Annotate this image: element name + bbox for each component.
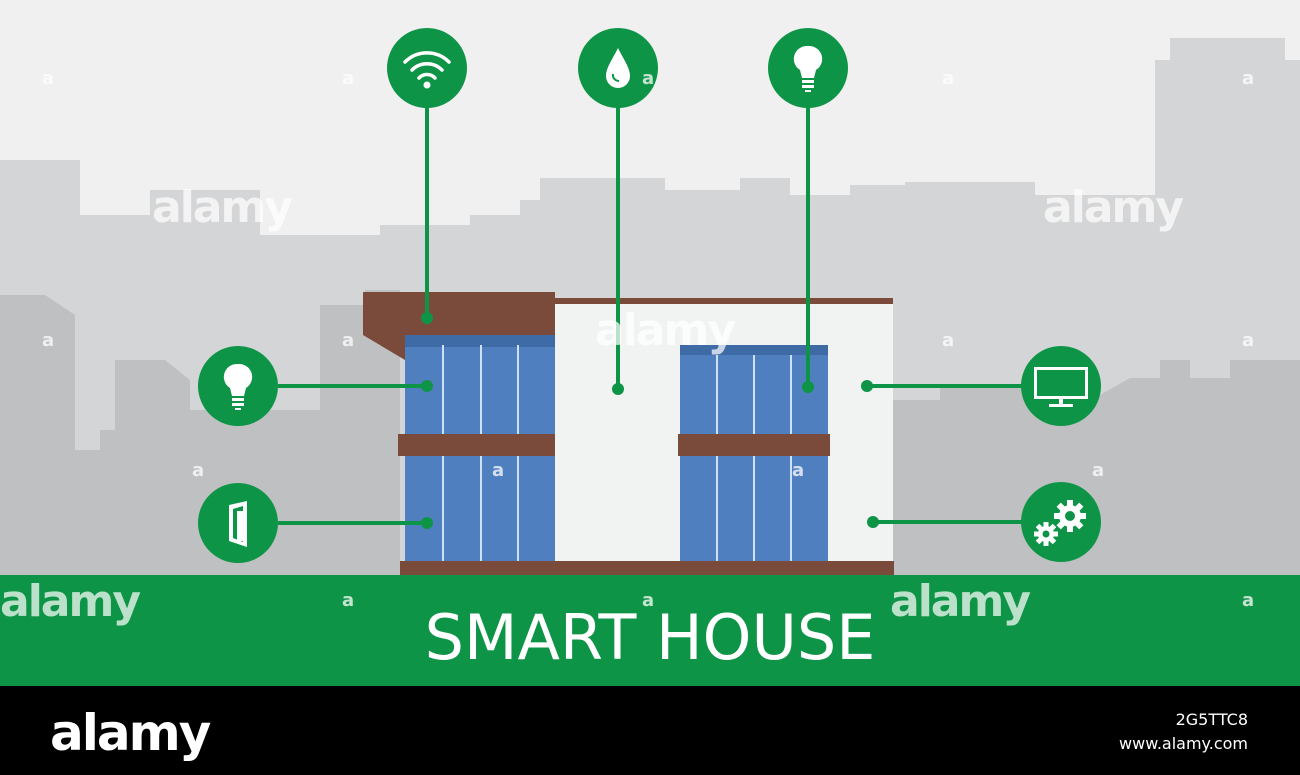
image-id: 2G5TTC8: [1175, 710, 1248, 729]
roof-left: [363, 292, 555, 360]
watermark-letter: a: [342, 590, 355, 611]
watermark: alamy: [890, 576, 1031, 627]
right-window-mullions: [716, 355, 792, 561]
watermark-letter: a: [642, 590, 655, 611]
watermark: alamy: [1043, 182, 1184, 233]
footer-logo: alamy: [50, 704, 211, 762]
green-banner: [0, 575, 1300, 686]
watermark-letter: a: [1092, 460, 1105, 481]
watermark: alamy: [595, 305, 736, 356]
watermark-letter: a: [492, 460, 505, 481]
watermark-letter: a: [1242, 68, 1255, 89]
watermark-letter: a: [942, 330, 955, 351]
skyline-front: [0, 290, 1300, 580]
connector-dots: [421, 312, 879, 529]
footer-info: 2G5TTC8 www.alamy.com: [1119, 708, 1248, 756]
watermark-letter: a: [342, 68, 355, 89]
right-balcony: [678, 434, 830, 456]
wifi-icon: [387, 28, 467, 108]
house-base: [400, 561, 894, 575]
watermark-letter: a: [942, 68, 955, 89]
door-icon: [198, 483, 278, 563]
watermark-letter: a: [1242, 590, 1255, 611]
watermark-letter: a: [42, 330, 55, 351]
watermark: alamy: [152, 182, 293, 233]
watermark-letter: a: [642, 68, 655, 89]
light-bulb-icon: [768, 28, 848, 108]
page-title: SMART HOUSE: [424, 600, 876, 674]
water-drop-icon: [578, 28, 658, 108]
tv-icon: [1021, 346, 1101, 426]
footer-bar: alamy 2G5TTC8 www.alamy.com: [0, 686, 1300, 775]
connectors: [278, 100, 1022, 525]
watermark-letter: a: [342, 330, 355, 351]
watermark-letter: a: [792, 460, 805, 481]
watermark: alamy: [0, 576, 141, 627]
watermark-letter: a: [192, 460, 205, 481]
left-balcony: [398, 434, 555, 456]
gears-icon: [1021, 482, 1101, 562]
roof-right: [555, 298, 893, 304]
site-url: www.alamy.com: [1119, 734, 1248, 753]
watermark-letter: a: [42, 68, 55, 89]
light-bulb-icon: [198, 346, 278, 426]
watermark-letter: a: [1242, 330, 1255, 351]
